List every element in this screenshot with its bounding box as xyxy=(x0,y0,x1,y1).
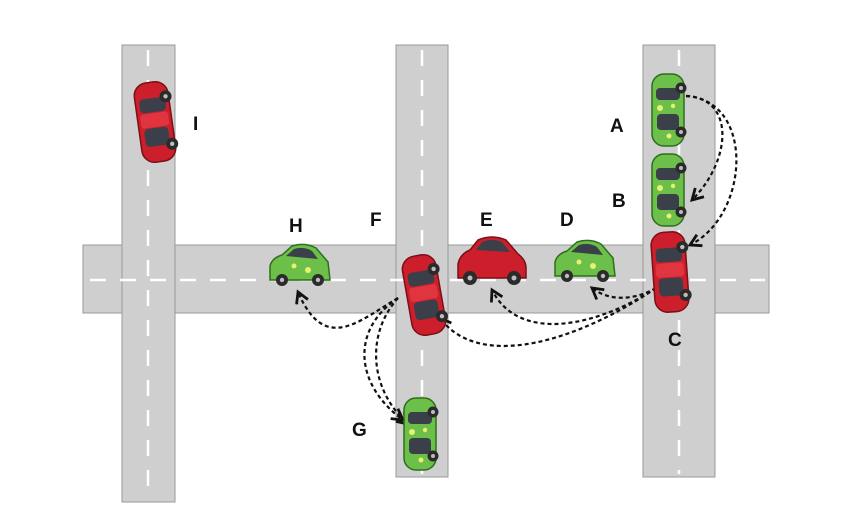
path-a-to-c xyxy=(685,94,738,248)
label-c: C xyxy=(668,330,682,351)
car-a xyxy=(651,73,688,147)
label-i: I xyxy=(193,114,198,135)
path-f-to-h xyxy=(295,289,399,329)
movement-paths xyxy=(295,94,738,426)
labels: A B C D E F G H I xyxy=(193,114,682,441)
label-a: A xyxy=(610,116,624,137)
car-g xyxy=(403,397,440,471)
path-c-to-f xyxy=(438,287,657,348)
label-g: G xyxy=(352,420,367,441)
path-f-to-g-1 xyxy=(363,297,406,422)
label-e: E xyxy=(480,210,493,231)
label-d: D xyxy=(560,210,574,231)
car-e xyxy=(457,236,527,286)
car-c xyxy=(649,229,694,314)
car-b xyxy=(651,153,688,227)
label-f: F xyxy=(370,210,382,231)
label-b: B xyxy=(612,191,626,212)
label-h: H xyxy=(289,216,303,237)
path-f-to-g-2 xyxy=(375,297,411,426)
